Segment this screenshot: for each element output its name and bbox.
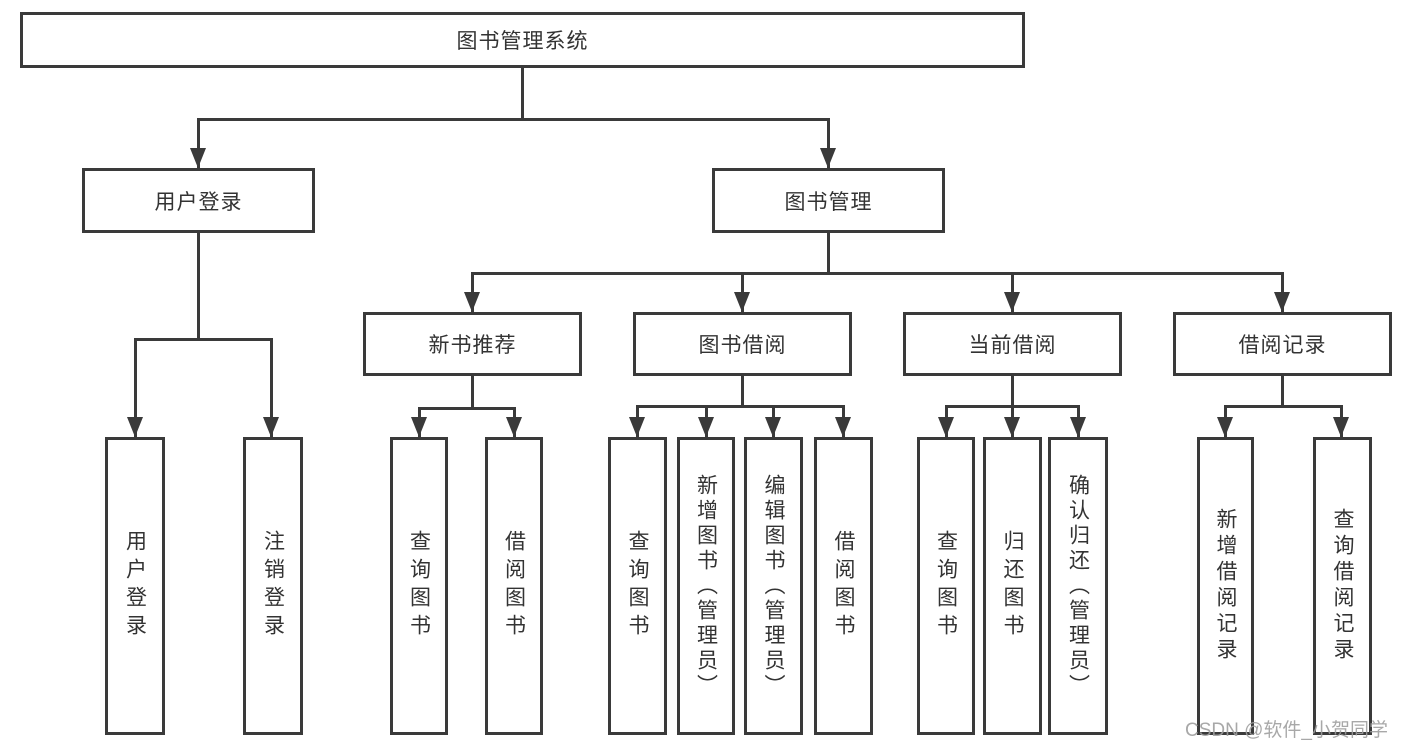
arrowhead-br-query [1333, 417, 1349, 437]
connector-book-management-stub [827, 233, 830, 272]
arrowhead-user-login [190, 148, 206, 168]
leaf-br-query-record: 查询借阅记录 [1313, 437, 1372, 735]
leaf-nb-query-books: 查询图书 [390, 437, 448, 735]
node-borrowing-records-label: 借阅记录 [1238, 334, 1327, 357]
leaf-cb-confirm-return-admin: 确认归还（管理员） [1048, 437, 1108, 735]
connector-user-login-bus [134, 338, 273, 341]
csdn-watermark: CSDN @软件_小贺同学 [1185, 720, 1388, 741]
connector-new-book-recommend-bus [418, 407, 516, 410]
node-borrowing-records: 借阅记录 [1173, 312, 1392, 376]
arrowhead-new-book-recommend [464, 292, 480, 312]
connector-stem-user-login [197, 118, 200, 168]
leaf-cb-query-books: 查询图书 [917, 437, 975, 735]
leaf-logout-label: 注销登录 [261, 530, 285, 642]
leaf-bb-edit-books-admin: 编辑图书（管理员） [744, 437, 803, 735]
node-root-label: 图书管理系统 [456, 30, 589, 53]
leaf-nb-borrow-books: 借阅图书 [485, 437, 543, 735]
leaf-cb-query-books-label: 查询图书 [934, 530, 958, 642]
node-book-management: 图书管理 [712, 168, 945, 233]
arrowhead-bb-borrow [835, 417, 851, 437]
connector-user-login-stub [197, 233, 200, 338]
arrowhead-cb-return [1004, 417, 1020, 437]
leaf-bb-query-books-label: 查询图书 [626, 530, 649, 642]
arrowhead-bb-query [629, 417, 645, 437]
leaf-bb-query-books: 查询图书 [608, 437, 667, 735]
leaf-nb-query-books-label: 查询图书 [407, 530, 431, 642]
arrowhead-current-borrowing [1004, 292, 1020, 312]
arrowhead-nb-borrow [506, 417, 522, 437]
leaf-bb-add-books-admin: 新增图书（管理员） [677, 437, 735, 735]
leaf-logout: 注销登录 [243, 437, 303, 735]
arrowhead-bb-add [698, 417, 714, 437]
arrowhead-cb-confirm [1070, 417, 1086, 437]
leaf-br-add-record: 新增借阅记录 [1197, 437, 1254, 735]
node-new-book-recommend-label: 新书推荐 [428, 334, 517, 357]
node-book-management-label: 图书管理 [784, 190, 873, 214]
node-current-borrowing-label: 当前借阅 [968, 334, 1057, 357]
node-current-borrowing: 当前借阅 [903, 312, 1122, 376]
connector-stem-book-management [827, 118, 830, 168]
arrowhead-br-add [1217, 417, 1233, 437]
leaf-bb-edit-books-admin-label: 编辑图书（管理员） [762, 473, 785, 699]
connector-book-borrowing-bus [636, 405, 845, 408]
arrowhead-nb-query [411, 417, 427, 437]
leaf-bb-add-books-admin-label: 新增图书（管理员） [694, 473, 718, 699]
leaf-user-login-label: 用户登录 [123, 530, 147, 642]
node-book-borrowing-label: 图书借阅 [698, 334, 787, 357]
connector-root-stub [521, 68, 524, 118]
node-user-login-label: 用户登录 [154, 190, 243, 214]
leaf-br-query-record-label: 查询借阅记录 [1331, 508, 1354, 664]
connector-stem-leaf-logout [270, 338, 273, 437]
leaf-cb-confirm-return-admin-label: 确认归还（管理员） [1066, 473, 1090, 699]
leaf-bb-borrow-books-label: 借阅图书 [832, 530, 855, 642]
node-root: 图书管理系统 [20, 12, 1025, 68]
leaf-cb-return-books-label: 归还图书 [1001, 530, 1024, 642]
connector-new-book-recommend-stub [471, 376, 474, 407]
node-new-book-recommend: 新书推荐 [363, 312, 582, 376]
connector-current-borrowing-stub [1011, 376, 1014, 405]
arrowhead-borrowing-records [1274, 292, 1290, 312]
leaf-cb-return-books: 归还图书 [983, 437, 1042, 735]
arrowhead-book-borrowing [734, 292, 750, 312]
leaf-br-add-record-label: 新增借阅记录 [1214, 508, 1237, 664]
arrowhead-leaf-logout [263, 417, 279, 437]
arrowhead-book-management [820, 148, 836, 168]
leaf-user-login: 用户登录 [105, 437, 165, 735]
node-book-borrowing: 图书借阅 [633, 312, 852, 376]
connector-borrowing-records-bus [1224, 405, 1343, 408]
connector-book-management-bus [471, 272, 1284, 275]
arrowhead-leaf-user-login [127, 417, 143, 437]
arrowhead-bb-edit [765, 417, 781, 437]
connector-root-bus [197, 118, 830, 121]
node-user-login: 用户登录 [82, 168, 315, 233]
connector-borrowing-records-stub [1281, 376, 1284, 405]
leaf-nb-borrow-books-label: 借阅图书 [502, 530, 526, 642]
arrowhead-cb-query [938, 417, 954, 437]
leaf-bb-borrow-books: 借阅图书 [814, 437, 873, 735]
connector-book-borrowing-stub [741, 376, 744, 405]
connector-stem-leaf-user-login [134, 338, 137, 437]
